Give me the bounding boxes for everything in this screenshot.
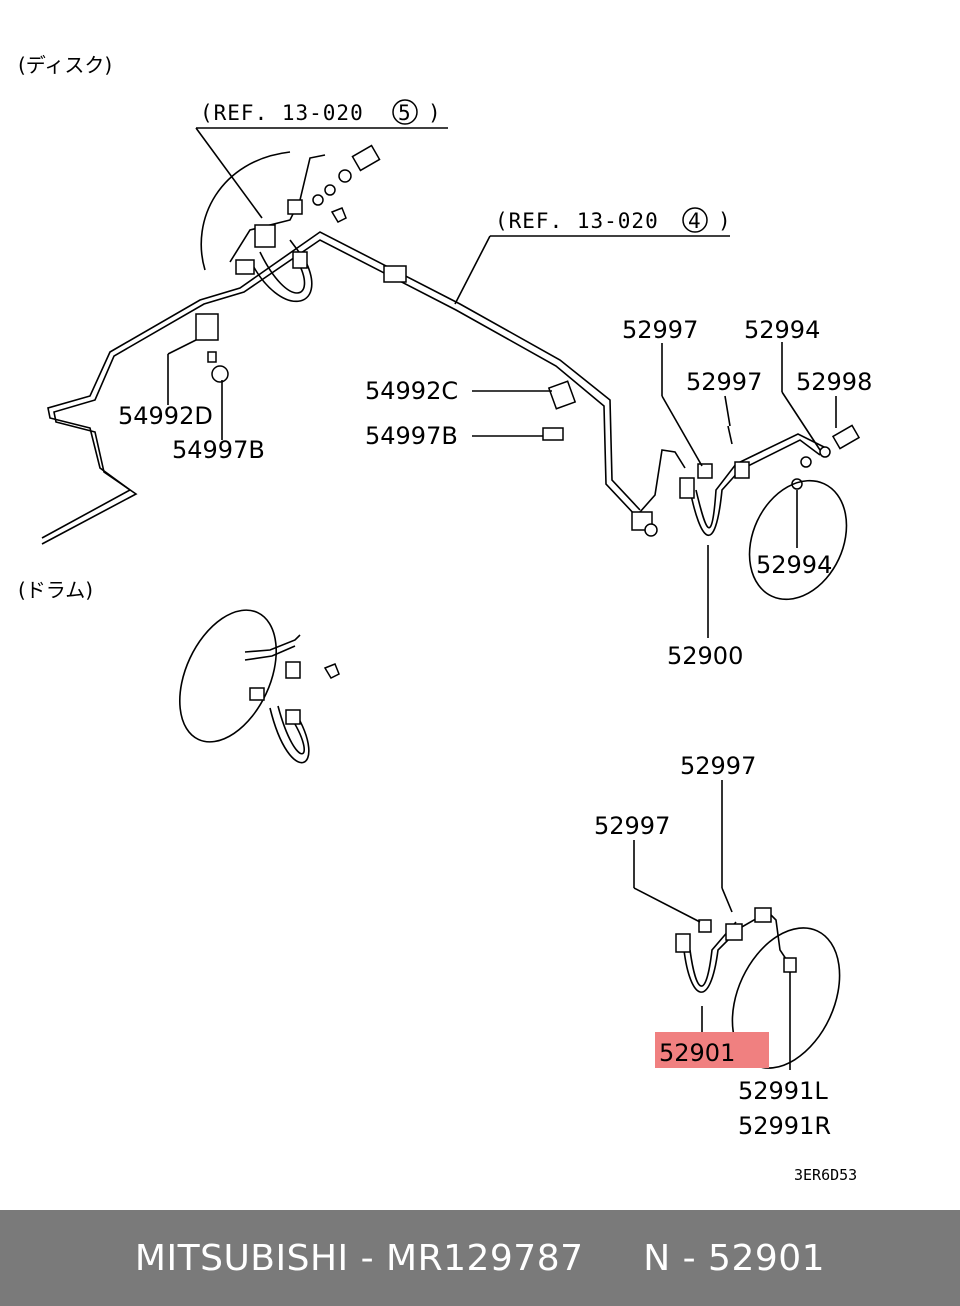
parts-diagram: (ディスク) (ドラム) (REF. 13-020 5 ) (REF. 13-0… bbox=[18, 53, 872, 1184]
label-52997-b: 52997 bbox=[686, 368, 762, 396]
clip-52997-a bbox=[697, 463, 713, 479]
drum-clip bbox=[249, 687, 265, 701]
label-54992C: 54992C bbox=[365, 377, 458, 405]
clip-piece bbox=[330, 207, 347, 223]
bolt-54997B-left bbox=[211, 365, 229, 383]
label-54992D: 54992D bbox=[118, 402, 213, 430]
label-52997-d: 52997 bbox=[594, 812, 670, 840]
ref5-close: ) bbox=[428, 101, 442, 125]
diagram-code: 3ER6D53 bbox=[794, 1166, 857, 1184]
label-52994-b: 52994 bbox=[756, 551, 832, 579]
ref5-text: (REF. 13-020 bbox=[200, 101, 364, 125]
label-52901: 52901 bbox=[659, 1039, 735, 1067]
label-52991R: 52991R bbox=[738, 1112, 831, 1140]
label-52994-a: 52994 bbox=[744, 316, 820, 344]
disk-right-assembly bbox=[679, 424, 861, 601]
label-54997B-mid: 54997B bbox=[365, 422, 458, 450]
ref4-close: ) bbox=[718, 209, 732, 233]
washer-52994-a bbox=[800, 456, 812, 468]
hose-fitting-a bbox=[679, 477, 695, 499]
ref5-number: 5 bbox=[398, 101, 412, 125]
drum-assembly bbox=[178, 609, 340, 764]
hose-fitting-b bbox=[734, 461, 750, 479]
footer-brand: MITSUBISHI - MR129787 bbox=[134, 1237, 584, 1279]
section-disk-label: (ディスク) bbox=[18, 53, 112, 77]
hose-52901-fitting-a bbox=[675, 933, 691, 953]
clip-small bbox=[235, 259, 255, 275]
clamp-54992C bbox=[547, 380, 577, 410]
drum-fitting-b bbox=[285, 709, 301, 725]
ref4-number: 4 bbox=[688, 209, 702, 233]
banjo-bolt-52998 bbox=[831, 424, 861, 450]
fitting-52991 bbox=[783, 957, 797, 973]
ref-callout-4: (REF. 13-020 4 ) bbox=[454, 207, 732, 305]
label-52991L: 52991L bbox=[738, 1077, 828, 1105]
ref4-circle bbox=[682, 207, 708, 233]
fitting-nut-2 bbox=[287, 199, 303, 215]
ref5-circle bbox=[392, 99, 418, 125]
clip-52997-c bbox=[698, 919, 712, 933]
label-52998: 52998 bbox=[796, 368, 872, 396]
section-drum-label: (ドラム) bbox=[18, 578, 93, 602]
highlight-52901 bbox=[655, 1032, 769, 1068]
bolt-54997B-mid bbox=[542, 427, 564, 441]
fitting-nut bbox=[292, 251, 308, 269]
ref4-text: (REF. 13-020 bbox=[495, 209, 659, 233]
hose-52901-fitting-b bbox=[725, 923, 743, 941]
leader-lines bbox=[167, 339, 837, 1070]
footer-gap bbox=[584, 1238, 644, 1279]
hose-52901-assembly bbox=[675, 907, 841, 1069]
banjo-bolt bbox=[351, 144, 381, 172]
label-52997-c: 52997 bbox=[680, 752, 756, 780]
ref-callout-5: (REF. 13-020 5 ) bbox=[195, 99, 448, 219]
hose-52901-fitting-c bbox=[754, 907, 772, 923]
footer-bar: MITSUBISHI - MR129787 N - 52901 bbox=[0, 1210, 960, 1306]
label-52997-a: 52997 bbox=[622, 316, 698, 344]
bracket-clip bbox=[254, 224, 276, 248]
label-54997B-left: 54997B bbox=[172, 436, 265, 464]
footer-ref: N - 52901 bbox=[643, 1237, 826, 1279]
disk-left-assembly bbox=[195, 144, 381, 383]
clamp-54992D bbox=[195, 313, 219, 341]
drum-fitting-a bbox=[285, 661, 301, 679]
pipe-clamp-mid bbox=[383, 265, 407, 283]
main-brake-line bbox=[41, 231, 686, 545]
label-52900: 52900 bbox=[667, 642, 743, 670]
